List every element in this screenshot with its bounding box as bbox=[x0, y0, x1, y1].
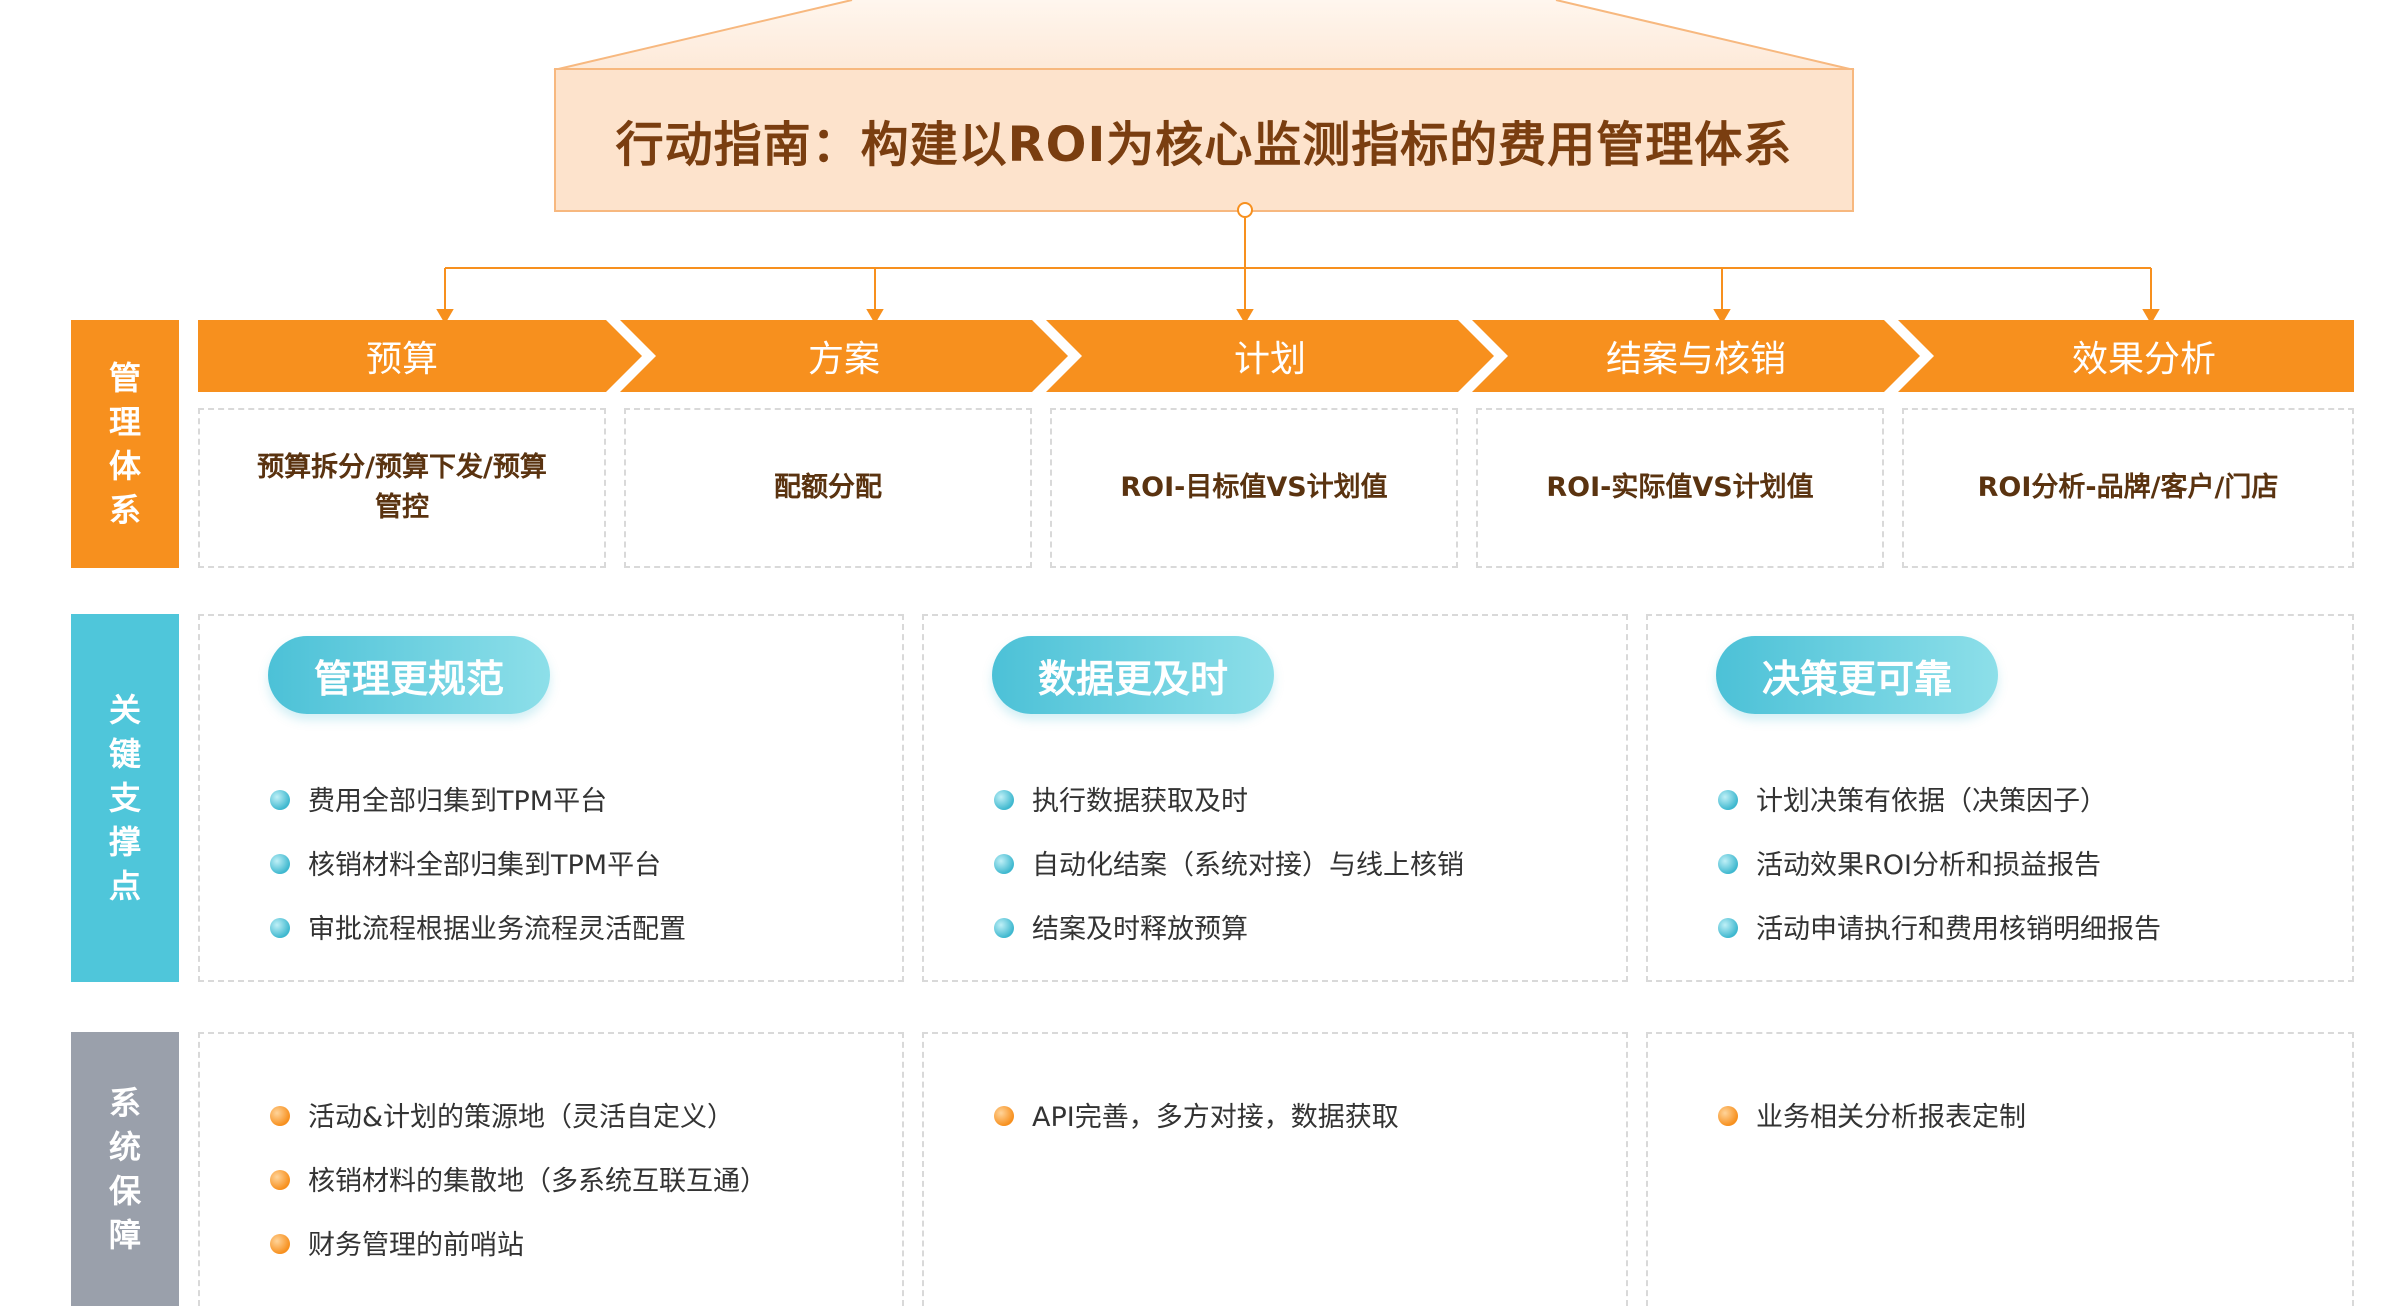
list-item-text: 费用全部归集到TPM平台 bbox=[308, 785, 608, 817]
connector-node-icon bbox=[1237, 202, 1253, 218]
title-box: 行动指南：构建以ROI为核心监测指标的费用管理体系 bbox=[554, 68, 1854, 212]
bullet-dot-icon bbox=[1718, 918, 1738, 938]
system-list: 活动&计划的策源地（灵活自定义） 核销材料的集散地（多系统互联互通） 财务管理的… bbox=[270, 1082, 767, 1274]
list-item-text: API完善，多方对接，数据获取 bbox=[1032, 1101, 1399, 1133]
list-item-text: 审批流程根据业务流程灵活配置 bbox=[308, 913, 686, 945]
bullet-dot-icon bbox=[270, 854, 290, 874]
list-item: 活动申请执行和费用核销明细报告 bbox=[1718, 894, 2161, 958]
list-item-text: 业务相关分析报表定制 bbox=[1756, 1101, 2026, 1133]
side-char: 管 bbox=[108, 359, 141, 397]
key-point-panel-timely: 数据更及时 执行数据获取及时 自动化结案（系统对接）与线上核销 结案及时释放预算 bbox=[922, 614, 1628, 982]
list-item-text: 自动化结案（系统对接）与线上核销 bbox=[1032, 849, 1464, 881]
bullet-dot-icon bbox=[994, 1106, 1014, 1126]
list-item: 核销材料全部归集到TPM平台 bbox=[270, 830, 686, 894]
process-chevron-bar bbox=[198, 320, 2354, 392]
side-char: 保 bbox=[108, 1172, 141, 1210]
stage-label-analysis: 效果分析 bbox=[2071, 339, 2216, 380]
key-point-list: 计划决策有依据（决策因子） 活动效果ROI分析和损益报告 活动申请执行和费用核销… bbox=[1718, 766, 2161, 958]
stage-detail-text: 配额分配 bbox=[774, 472, 882, 503]
key-point-heading: 决策更可靠 bbox=[1716, 636, 1999, 714]
side-char: 键 bbox=[108, 735, 141, 773]
stage-detail-text: ROI分析-品牌/客户/门店 bbox=[1977, 472, 2279, 503]
key-point-list: 费用全部归集到TPM平台 核销材料全部归集到TPM平台 审批流程根据业务流程灵活… bbox=[270, 766, 686, 958]
page-title: 行动指南：构建以ROI为核心监测指标的费用管理体系 bbox=[615, 117, 1793, 173]
list-item: 计划决策有依据（决策因子） bbox=[1718, 766, 2161, 830]
list-item: 执行数据获取及时 bbox=[994, 766, 1464, 830]
stage-detail-text: ROI-实际值VS计划值 bbox=[1546, 472, 1814, 503]
bullet-dot-icon bbox=[270, 1170, 290, 1190]
key-point-heading: 数据更及时 bbox=[992, 636, 1275, 714]
key-point-panel-reliable: 决策更可靠 计划决策有依据（决策因子） 活动效果ROI分析和损益报告 活动申请执… bbox=[1646, 614, 2354, 982]
bullet-dot-icon bbox=[270, 790, 290, 810]
title-roof bbox=[553, 0, 1855, 71]
chevron-stage-4 bbox=[1472, 320, 1920, 392]
side-char: 体 bbox=[108, 447, 141, 485]
bullet-dot-icon bbox=[994, 790, 1014, 810]
side-char: 理 bbox=[108, 403, 141, 441]
side-char: 关 bbox=[108, 691, 141, 729]
bullet-dot-icon bbox=[270, 1234, 290, 1254]
system-panel-1: 活动&计划的策源地（灵活自定义） 核销材料的集散地（多系统互联互通） 财务管理的… bbox=[198, 1032, 904, 1306]
stage-detail-text: ROI-目标值VS计划值 bbox=[1120, 472, 1388, 503]
side-label-management: 管 理 体 系 bbox=[71, 320, 179, 568]
list-item-text: 执行数据获取及时 bbox=[1032, 785, 1248, 817]
chevron-stage-3 bbox=[1046, 320, 1494, 392]
stage-label-plan: 计划 bbox=[1233, 339, 1306, 380]
system-list: API完善，多方对接，数据获取 bbox=[994, 1082, 1399, 1146]
key-point-list: 执行数据获取及时 自动化结案（系统对接）与线上核销 结案及时释放预算 bbox=[994, 766, 1464, 958]
list-item: API完善，多方对接，数据获取 bbox=[994, 1082, 1399, 1146]
key-point-panel-standard: 管理更规范 费用全部归集到TPM平台 核销材料全部归集到TPM平台 审批流程根据… bbox=[198, 614, 904, 982]
list-item-text: 结案及时释放预算 bbox=[1032, 913, 1248, 945]
system-list: 业务相关分析报表定制 bbox=[1718, 1082, 2026, 1146]
list-item: 结案及时释放预算 bbox=[994, 894, 1464, 958]
list-item-text: 计划决策有依据（决策因子） bbox=[1756, 785, 2107, 817]
stage-detail-budget: 预算拆分/预算下发/预算管控 bbox=[198, 408, 606, 568]
list-item: 核销材料的集散地（多系统互联互通） bbox=[270, 1146, 767, 1210]
stage-detail-plan-scheme: 配额分配 bbox=[624, 408, 1032, 568]
list-item-text: 核销材料的集散地（多系统互联互通） bbox=[308, 1165, 767, 1197]
list-item: 审批流程根据业务流程灵活配置 bbox=[270, 894, 686, 958]
system-panel-3: 业务相关分析报表定制 bbox=[1646, 1032, 2354, 1306]
bullet-dot-icon bbox=[1718, 854, 1738, 874]
chevron-stage-2 bbox=[620, 320, 1068, 392]
list-item-text: 财务管理的前哨站 bbox=[308, 1229, 524, 1261]
list-item: 财务管理的前哨站 bbox=[270, 1210, 767, 1274]
side-char: 系 bbox=[108, 1084, 141, 1122]
chevron-stage-1 bbox=[198, 320, 642, 392]
list-item-text: 活动效果ROI分析和损益报告 bbox=[1756, 849, 2101, 881]
bullet-dot-icon bbox=[270, 1106, 290, 1126]
list-item: 业务相关分析报表定制 bbox=[1718, 1082, 2026, 1146]
stage-detail-analysis: ROI分析-品牌/客户/门店 bbox=[1902, 408, 2354, 568]
list-item-text: 活动申请执行和费用核销明细报告 bbox=[1756, 913, 2161, 945]
bullet-dot-icon bbox=[994, 854, 1014, 874]
side-char: 障 bbox=[108, 1216, 141, 1254]
chevron-stage-5 bbox=[1898, 320, 2354, 392]
list-item: 自动化结案（系统对接）与线上核销 bbox=[994, 830, 1464, 894]
bullet-dot-icon bbox=[1718, 790, 1738, 810]
stage-detail-text: 预算拆分/预算下发/预算管控 bbox=[257, 452, 547, 523]
side-char: 支 bbox=[108, 779, 141, 817]
list-item: 活动&计划的策源地（灵活自定义） bbox=[270, 1082, 767, 1146]
bullet-dot-icon bbox=[270, 918, 290, 938]
list-item-text: 活动&计划的策源地（灵活自定义） bbox=[308, 1101, 735, 1133]
side-label-system: 系 统 保 障 bbox=[71, 1032, 179, 1306]
side-label-key-support: 关 键 支 撑 点 bbox=[71, 614, 179, 982]
bullet-dot-icon bbox=[994, 918, 1014, 938]
bullet-dot-icon bbox=[1718, 1106, 1738, 1126]
system-panel-2: API完善，多方对接，数据获取 bbox=[922, 1032, 1628, 1306]
title-connectors bbox=[436, 202, 2160, 324]
list-item: 活动效果ROI分析和损益报告 bbox=[1718, 830, 2161, 894]
list-item-text: 核销材料全部归集到TPM平台 bbox=[308, 849, 662, 881]
side-char: 统 bbox=[108, 1128, 141, 1166]
side-char: 系 bbox=[108, 491, 141, 529]
list-item: 费用全部归集到TPM平台 bbox=[270, 766, 686, 830]
key-point-heading: 管理更规范 bbox=[268, 636, 551, 714]
stage-label-budget: 预算 bbox=[365, 339, 438, 380]
side-char: 点 bbox=[108, 867, 141, 905]
stage-label-plan-scheme: 方案 bbox=[807, 339, 880, 380]
stage-label-settlement: 结案与核销 bbox=[1605, 339, 1786, 380]
stage-detail-settlement: ROI-实际值VS计划值 bbox=[1476, 408, 1884, 568]
side-char: 撑 bbox=[108, 823, 141, 861]
stage-detail-plan: ROI-目标值VS计划值 bbox=[1050, 408, 1458, 568]
